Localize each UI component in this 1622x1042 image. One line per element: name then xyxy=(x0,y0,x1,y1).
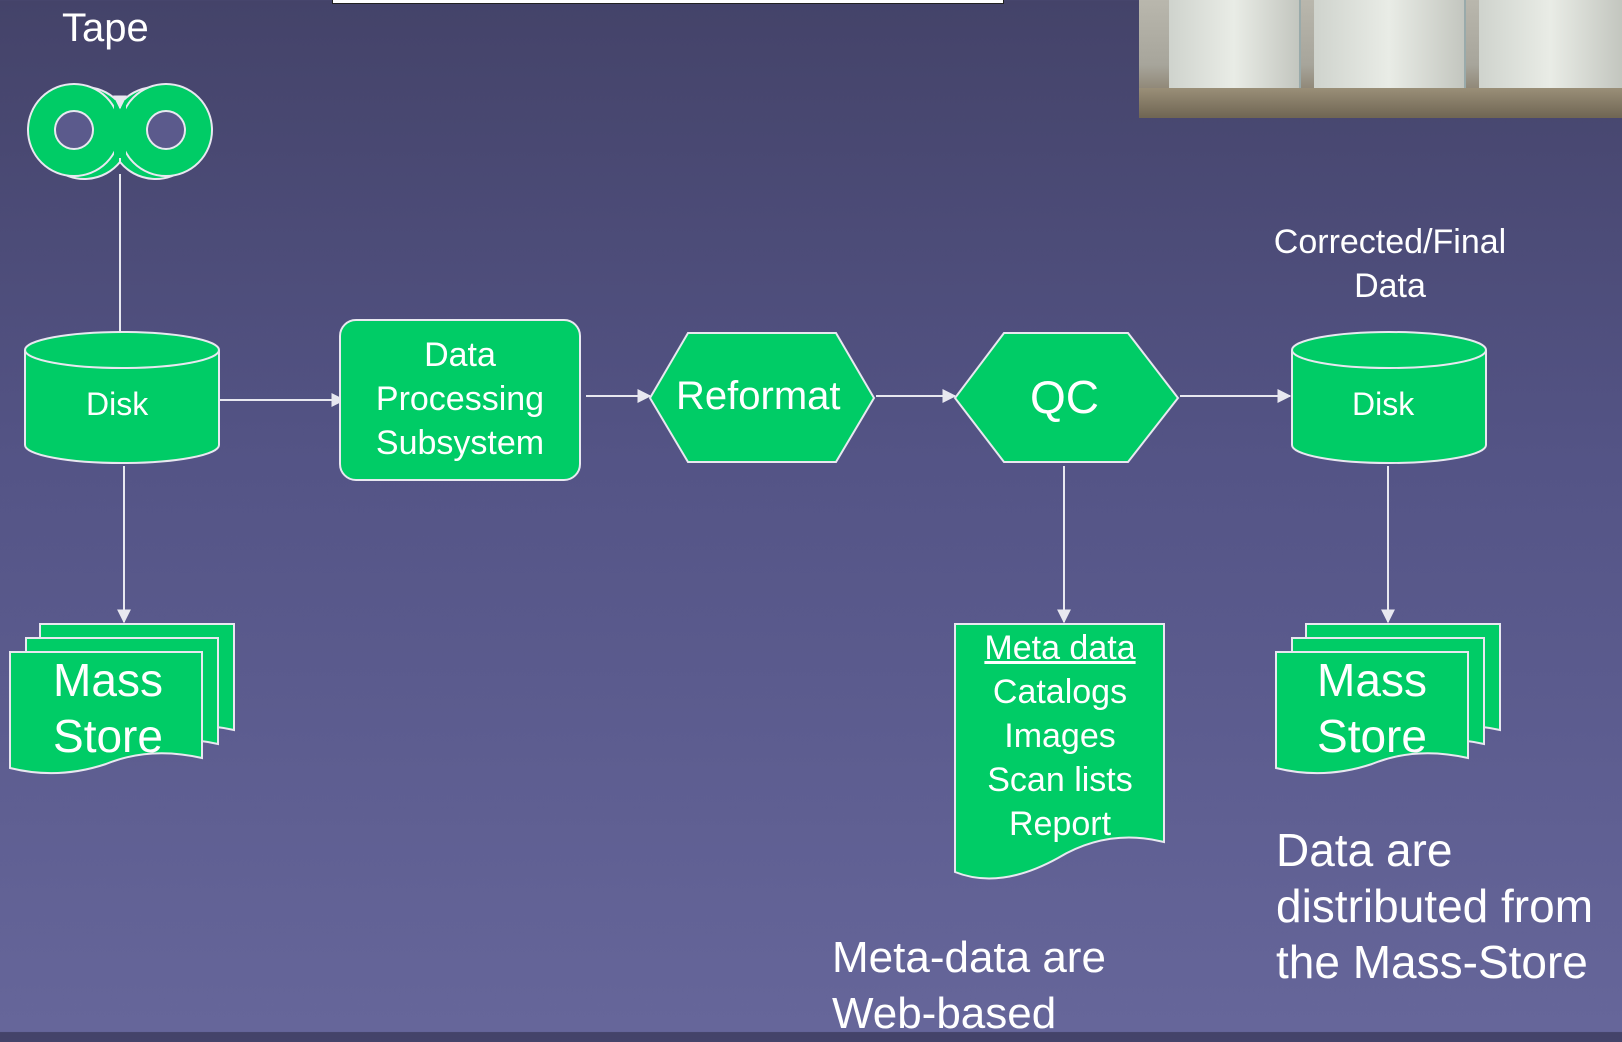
corrected-line-1: Corrected/Final xyxy=(1273,223,1507,261)
mass-store-left-label: Mass Store xyxy=(10,652,206,764)
meta-web-line-2: Web-based xyxy=(832,989,1057,1038)
metadata-list: Meta data Catalogs Images Scan lists Rep… xyxy=(955,626,1165,846)
processing-box xyxy=(339,319,581,481)
disk-left-shape xyxy=(24,331,220,464)
metadata-document-shape xyxy=(954,623,1165,880)
connectors xyxy=(113,95,1395,624)
mass-store-right-shape xyxy=(1275,623,1501,775)
metadata-item: Images xyxy=(1004,717,1116,755)
processing-line-2: Processing xyxy=(375,380,545,418)
qc-hexagon xyxy=(953,332,1180,463)
mass-store-right-label: Mass Store xyxy=(1276,652,1468,764)
distributed-line-1: Data are xyxy=(1276,824,1453,876)
meta-web-note: Meta-data are Web-based xyxy=(832,930,1106,1042)
reformat-label: Reformat xyxy=(676,374,841,418)
tape-label: Tape xyxy=(62,6,149,50)
distributed-line-2: distributed from xyxy=(1276,880,1594,932)
metadata-item: Catalogs xyxy=(992,673,1128,711)
tape-icon xyxy=(27,83,213,180)
metadata-item: Meta data xyxy=(984,629,1136,667)
qc-label: QC xyxy=(1030,371,1099,423)
disk-right-label: Disk xyxy=(1352,386,1415,422)
processing-line-3: Subsystem xyxy=(375,424,545,462)
mass-store-left-line-1: Mass xyxy=(53,654,163,706)
metadata-item: Report xyxy=(1008,805,1112,843)
corrected-data-label: Corrected/Final Data xyxy=(1240,220,1540,308)
processing-label: Data Processing Subsystem xyxy=(340,333,580,465)
mass-store-left-shape xyxy=(9,623,235,775)
metadata-item: Scan lists xyxy=(987,761,1133,799)
disk-left-label: Disk xyxy=(86,386,149,422)
trailer-photo xyxy=(1139,0,1622,118)
corrected-line-2: Data xyxy=(1354,267,1426,305)
distributed-note: Data are distributed from the Mass-Store xyxy=(1276,822,1593,990)
mass-store-right-line-2: Store xyxy=(1317,710,1427,762)
disk-right-shape xyxy=(1291,331,1487,464)
reformat-hexagon xyxy=(648,332,876,463)
mass-store-left-line-2: Store xyxy=(53,710,163,762)
processing-line-1: Data xyxy=(424,336,496,374)
title-banner xyxy=(332,0,1004,4)
mass-store-right-line-1: Mass xyxy=(1317,654,1427,706)
meta-web-line-1: Meta-data are xyxy=(832,933,1106,982)
distributed-line-3: the Mass-Store xyxy=(1276,936,1588,988)
